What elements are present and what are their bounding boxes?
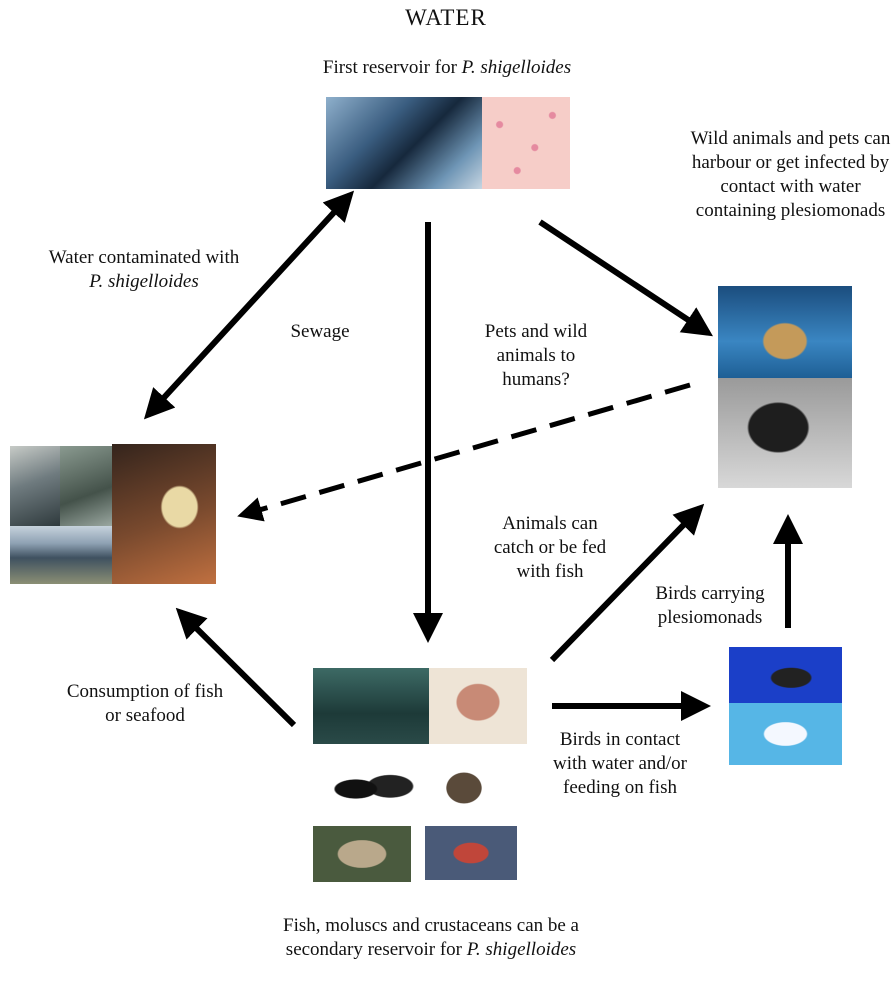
duck-photo (729, 647, 842, 703)
consumption-label: Consumption of fish or seafood (66, 681, 224, 726)
sewage-label: Sewage (290, 321, 350, 342)
animals-fish-label: Animals can catch or be fed with fish (493, 513, 607, 582)
secondary-reservoir-label: Fish, moluscs and crustaceans can be a s… (283, 915, 579, 960)
oyster-photo (432, 760, 496, 816)
arrow-pets-humans-dashed (237, 382, 691, 522)
dinner-photo (112, 444, 216, 584)
coast-photo (10, 526, 112, 584)
crab-photo (425, 826, 517, 880)
fish-green-photo (313, 826, 411, 882)
cat-photo (718, 378, 852, 488)
arrow-fish-pets (549, 503, 705, 663)
diagram-title: WATER (405, 5, 487, 30)
bacteria-photo (482, 97, 570, 189)
arrow-water-pets (538, 219, 714, 337)
fish-photo (313, 668, 429, 744)
first-reservoir-label: First reservoir for P. shigelloides (322, 57, 572, 78)
water-photo (326, 97, 482, 189)
gull-photo (729, 703, 842, 765)
arrow-fish-humans (175, 607, 297, 728)
arrow-water-humans (143, 190, 355, 420)
turtle-photo (718, 286, 852, 378)
wild-animals-label: Wild animals and pets can harbour or get… (690, 128, 891, 221)
mussels-photo (330, 762, 416, 816)
trout-photo (429, 668, 527, 744)
people-boat-photo (60, 446, 112, 526)
people-photo (10, 446, 60, 526)
pets-to-humans-label: Pets and wild animals to humans? (484, 321, 588, 390)
birds-contact-label: Birds in contact with water and/or feedi… (552, 729, 687, 798)
birds-carrying-label: Birds carrying plesiomonads (655, 583, 765, 628)
